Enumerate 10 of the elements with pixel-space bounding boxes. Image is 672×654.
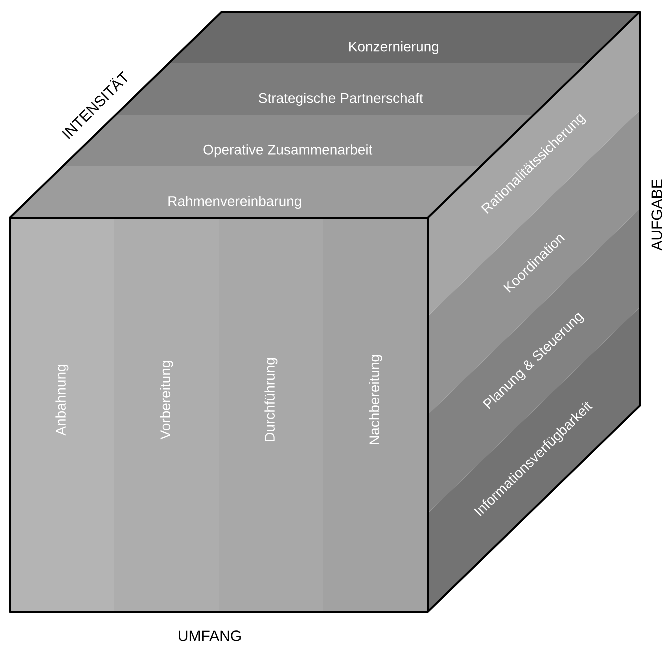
top-band: Konzernierung	[169, 12, 640, 64]
front-column: Nachbereitung	[324, 218, 428, 612]
top-band: Rahmenvereinbarung	[10, 166, 481, 218]
node-label: Vorbereitung	[160, 361, 174, 440]
axis-label: UMFANG	[179, 630, 241, 642]
front-column: Vorbereitung	[114, 218, 219, 612]
node-label: Durchführung	[264, 358, 278, 442]
front-column: Anbahnung	[10, 218, 114, 612]
front-column: Durchführung	[219, 218, 324, 612]
axis-label: AUFGABE	[652, 180, 662, 251]
